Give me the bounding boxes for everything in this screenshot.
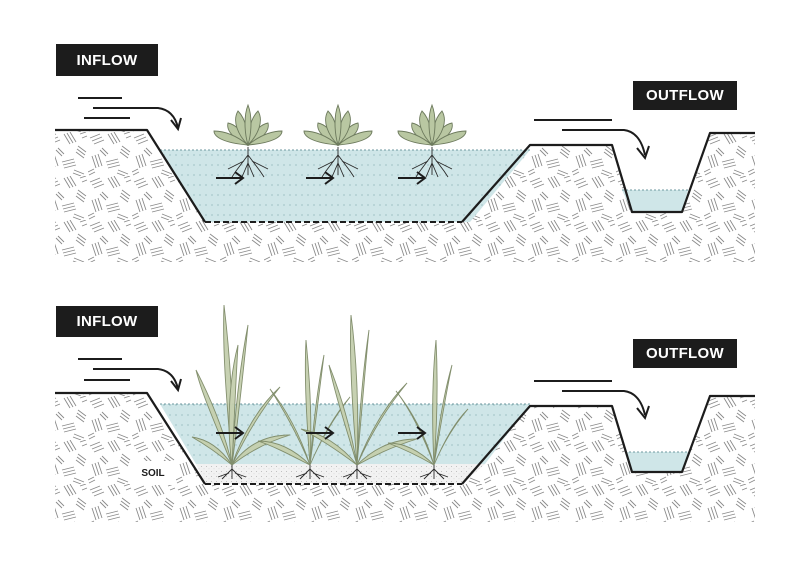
flow-arrow bbox=[306, 426, 335, 440]
floating-plant bbox=[397, 103, 467, 178]
ground-profile-outline bbox=[55, 128, 755, 223]
panel-floating-plants bbox=[55, 97, 755, 262]
outflow-label-bottom: OUTFLOW bbox=[633, 339, 737, 368]
soil-layer-specks bbox=[196, 464, 485, 484]
floating-plant bbox=[303, 103, 373, 178]
flow-arrow bbox=[398, 426, 427, 440]
inflow-label-top: INFLOW bbox=[56, 44, 158, 76]
emergent-grass bbox=[387, 339, 469, 480]
floating-plant bbox=[213, 103, 283, 178]
flow-arrow bbox=[306, 171, 335, 185]
ditch-water bbox=[625, 452, 688, 472]
emergent-grass bbox=[300, 314, 418, 480]
ground-section bbox=[55, 393, 755, 522]
ground-profile-outline bbox=[55, 391, 755, 485]
inflow-arrow bbox=[78, 97, 182, 132]
basin-water-dots bbox=[160, 150, 530, 222]
ditch-water bbox=[622, 190, 688, 212]
outflow-arrow bbox=[534, 380, 650, 421]
inflow-arrow bbox=[78, 358, 182, 393]
soil-label: SOIL bbox=[130, 461, 176, 485]
ground-section bbox=[55, 130, 755, 262]
panel-emergent-plants bbox=[55, 304, 755, 522]
outflow-label-top: OUTFLOW bbox=[633, 81, 737, 110]
flow-arrow bbox=[216, 171, 245, 185]
inflow-label-bottom: INFLOW bbox=[56, 306, 158, 337]
flow-arrow bbox=[398, 171, 427, 185]
outflow-arrow bbox=[534, 119, 650, 161]
emergent-grass bbox=[191, 304, 291, 480]
flow-arrow bbox=[216, 426, 245, 440]
